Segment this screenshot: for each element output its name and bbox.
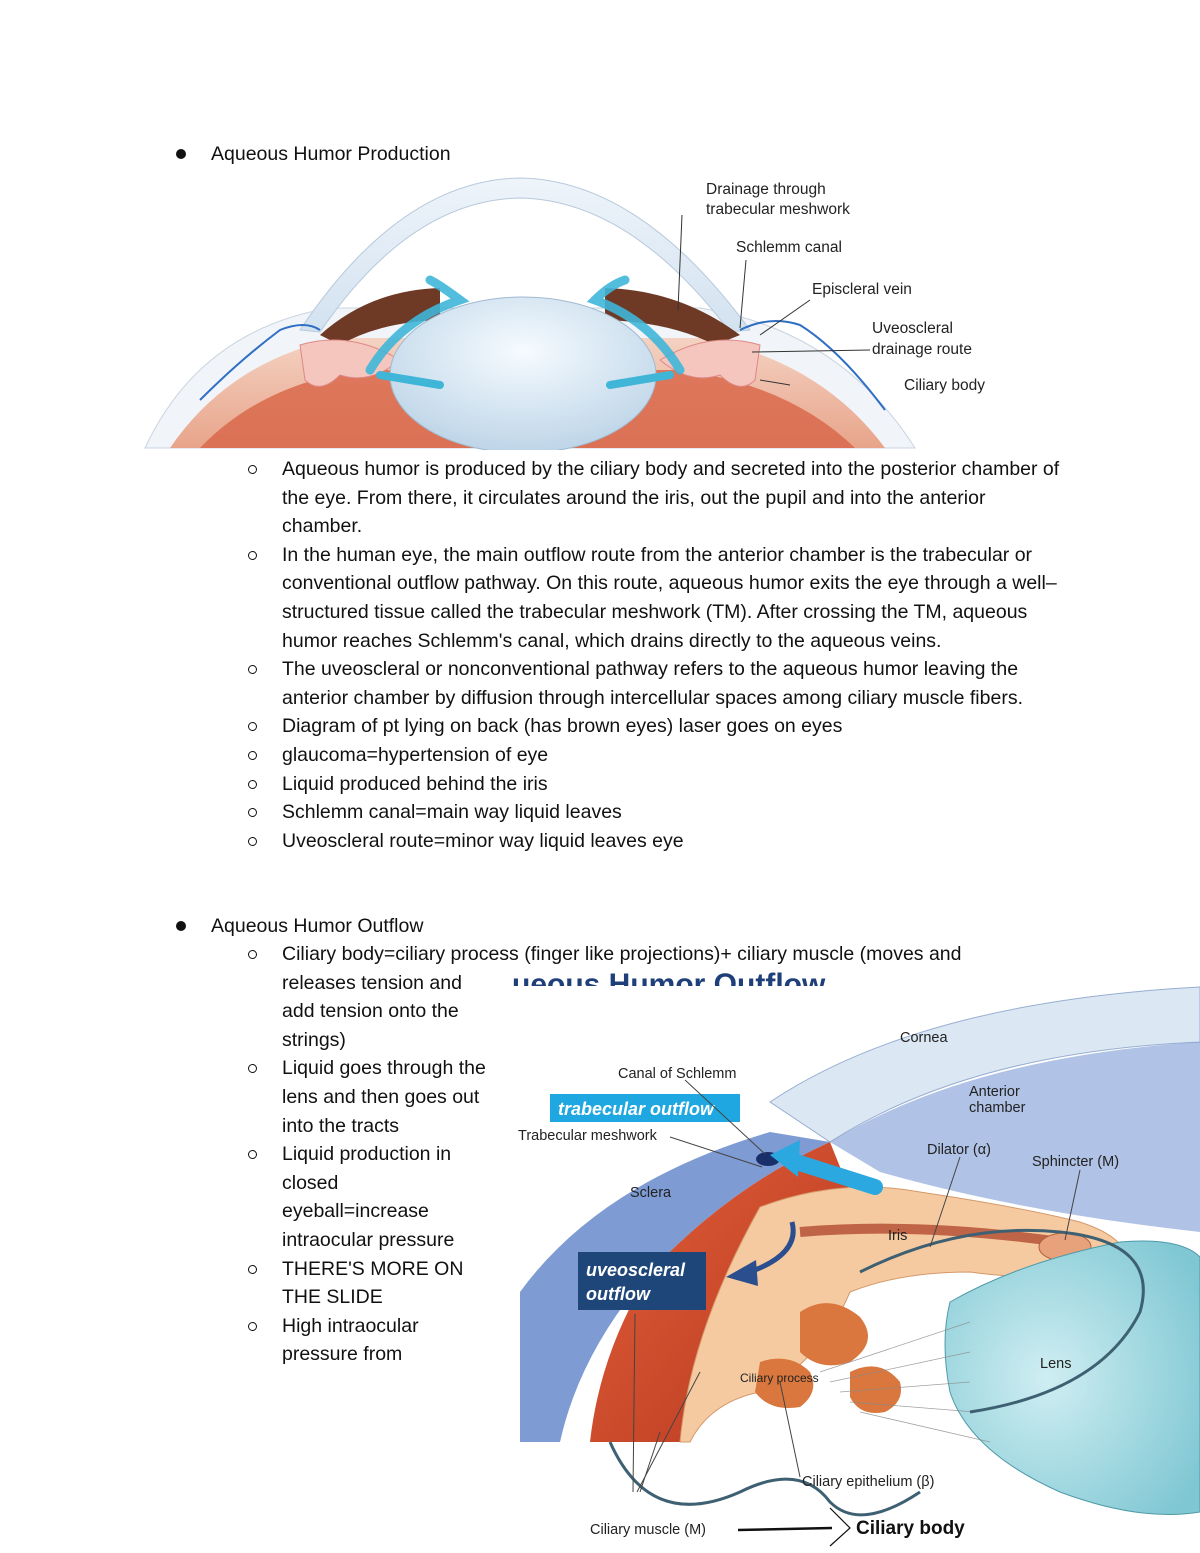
list-item: Schlemm canal=main way liquid leaves — [246, 798, 1066, 827]
circle-bullet-icon — [248, 465, 257, 474]
label-anterior-1: Anterior — [969, 1084, 1020, 1100]
label-uveoscleral-1: Uveoscleral — [872, 320, 953, 337]
aqueous-production-figure: Drainage through trabecular meshwork Sch… — [144, 177, 985, 450]
bracket-icon — [829, 1507, 851, 1547]
label-episcleral: Episcleral vein — [812, 281, 912, 298]
lens-shape — [389, 296, 657, 450]
zonule-fibers — [819, 1321, 991, 1443]
list-item: Liquid produced behind the iris — [246, 770, 1066, 799]
circle-bullet-icon — [248, 950, 257, 959]
list-item: THERE'S MORE ON THE SLIDE — [246, 1255, 486, 1312]
label-canal-of-schlemm: Canal of Schlemm — [618, 1066, 736, 1082]
arrow-head-icon — [770, 1140, 800, 1177]
bullet-icon — [176, 921, 186, 931]
flow-arrow-right-lower — [606, 371, 674, 389]
list-item: Uveoscleral route=minor way liquid leave… — [246, 827, 1066, 856]
ciliary-body-right — [659, 339, 761, 387]
label-iris: Iris — [888, 1228, 907, 1244]
label-ciliary-epithelium: Ciliary epithelium (β) — [802, 1474, 934, 1490]
iris-left — [320, 288, 440, 345]
label-uveoscleral-2: outflow — [586, 1284, 651, 1304]
label-sclera: Sclera — [630, 1185, 672, 1201]
list-item: The uveoscleral or nonconventional pathw… — [246, 655, 1066, 712]
bullet-icon — [176, 149, 186, 159]
vein-right — [739, 320, 886, 411]
label-cornea: Cornea — [900, 1030, 948, 1046]
ciliary-body-arrow — [737, 1526, 833, 1532]
flow-arrow-left-lower — [376, 371, 444, 389]
ciliary-process-3 — [850, 1366, 901, 1413]
ciliary-body-iris — [679, 1186, 1126, 1443]
label-drainage-2: trabecular meshwork — [706, 201, 850, 218]
cornea-shape — [299, 177, 751, 333]
vessel-loop — [608, 1441, 921, 1517]
uveoscleral-outflow-box — [578, 1252, 706, 1310]
circle-bullet-icon — [248, 1150, 257, 1160]
cornea-band — [769, 986, 1200, 1143]
circle-bullet-icon — [248, 1321, 257, 1331]
circle-bullet-icon — [248, 750, 257, 760]
outflow-sub-list: releases tension and add tension onto th… — [246, 969, 486, 1369]
label-sphincter: Sphincter (M) — [1032, 1154, 1119, 1170]
trabecular-outflow-arrow — [782, 1152, 883, 1195]
circle-bullet-icon — [248, 808, 257, 818]
circle-bullet-icon — [248, 1064, 257, 1074]
vessel-loop-2 — [859, 1228, 1145, 1414]
circle-bullet-icon — [248, 550, 257, 560]
label-ciliary-body: Ciliary body — [904, 377, 985, 394]
label-ciliary-body: Ciliary body — [856, 1518, 965, 1539]
circle-bullet-icon — [248, 722, 257, 732]
list-item: Ciliary body=ciliary process (finger lik… — [246, 940, 1066, 969]
list-item: Liquid goes through the lens and then go… — [246, 1054, 486, 1140]
arrow-head-icon — [726, 1260, 758, 1286]
lens-shape — [944, 1240, 1200, 1515]
list-item: Liquid production in closed eyeball=incr… — [246, 1140, 486, 1254]
label-anterior-2: chamber — [969, 1100, 1026, 1116]
iris-right — [605, 288, 740, 345]
label-uveoscleral-2: drainage route — [872, 341, 972, 358]
outflow-first-line: Ciliary body=ciliary process (finger lik… — [246, 940, 1066, 969]
label-uveoscleral-1: uveoscleral — [586, 1260, 686, 1280]
trabecular-outflow-box — [550, 1094, 740, 1122]
circle-bullet-icon — [248, 836, 257, 846]
list-item: High intraocular pressure from — [246, 1312, 486, 1369]
flow-arrow-right — [586, 275, 685, 375]
vein-left — [199, 324, 321, 401]
flow-arrow-left — [365, 275, 470, 375]
label-trabecular-outflow: trabecular outflow — [558, 1099, 715, 1119]
list-item: Diagram of pt lying on back (has brown e… — [246, 712, 1066, 741]
label-dilator: Dilator (α) — [927, 1142, 991, 1158]
list-item: In the human eye, the main outflow route… — [246, 541, 1066, 655]
list-item: Aqueous humor is produced by the ciliary… — [246, 455, 1066, 541]
label-drainage-1: Drainage through — [706, 181, 826, 198]
circle-bullet-icon — [248, 779, 257, 789]
ciliary-process-2 — [755, 1358, 814, 1408]
anterior-chamber — [830, 1042, 1200, 1232]
circle-bullet-icon — [248, 665, 257, 675]
label-ciliary-muscle: Ciliary muscle (M) — [590, 1522, 706, 1538]
label-trabecular-meshwork: Trabecular meshwork — [518, 1128, 658, 1144]
label-ciliary-process: Ciliary process — [740, 1371, 819, 1385]
production-sub-list: Aqueous humor is produced by the ciliary… — [246, 455, 1066, 855]
ciliary-process-1 — [800, 1303, 868, 1366]
circle-bullet-icon — [248, 1264, 257, 1274]
dilator-muscle — [799, 1223, 1061, 1247]
label-lens: Lens — [1040, 1356, 1071, 1372]
list-item-continuation: releases tension and add tension onto th… — [282, 971, 462, 1051]
list-item: glaucoma=hypertension of eye — [246, 741, 1066, 770]
uveoscleral-outflow-arrow — [754, 1221, 796, 1273]
aqueous-outflow-figure: ueous Humor Outflow trabecular outflow u… — [500, 972, 1200, 1547]
label-schlemm: Schlemm canal — [736, 239, 842, 256]
